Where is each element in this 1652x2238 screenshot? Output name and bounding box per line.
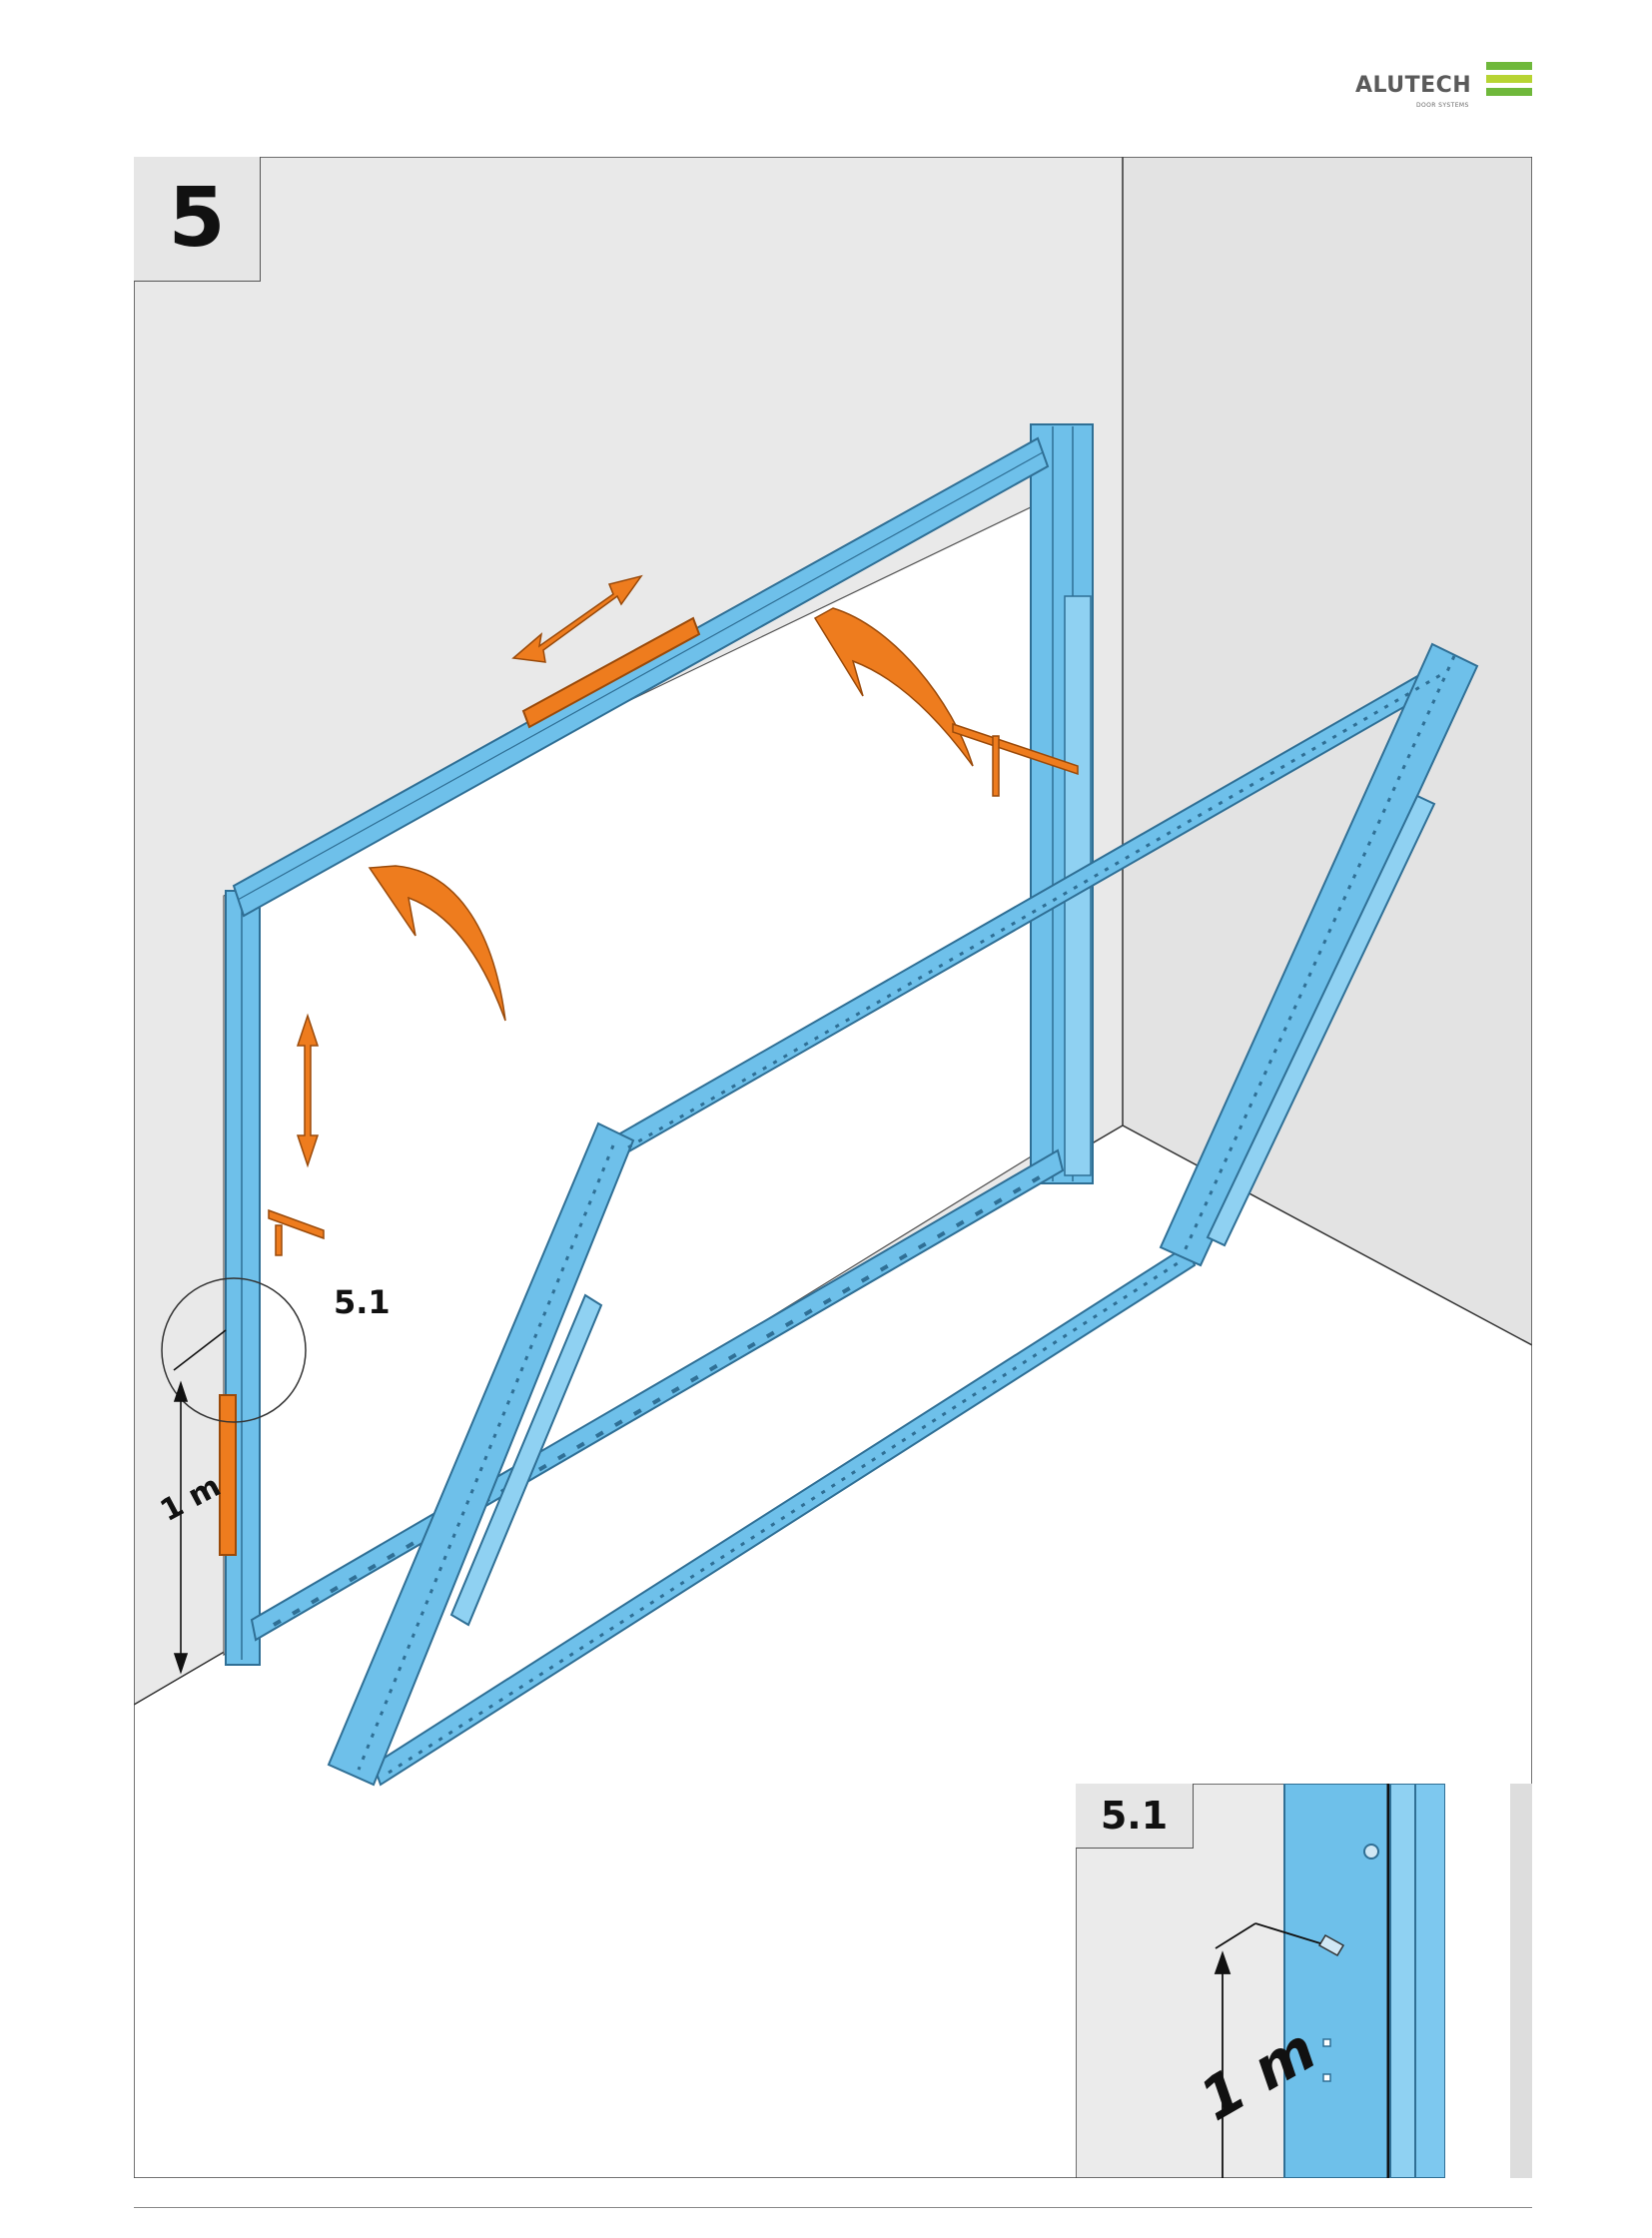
spirit-level-top [521, 616, 701, 729]
leaning-left-post [327, 1121, 635, 1787]
footer-rule [134, 2207, 1532, 2208]
lift-arrow-left [368, 865, 506, 1022]
temporary-support-right [952, 722, 1079, 797]
brand-stripes [1486, 62, 1532, 101]
inset-opening [1445, 1784, 1510, 2178]
horizontal-adjust-arrow [511, 574, 643, 663]
leaning-right-post-inner [1206, 794, 1436, 1247]
alutech-logo: ALUTECH DOOR SYSTEMS [1338, 58, 1538, 118]
leaning-frame [327, 642, 1479, 1787]
inset-hole-1 [1322, 2038, 1331, 2047]
inset-level-mark [1317, 1933, 1345, 1957]
detail-callout-circle [161, 1277, 307, 1423]
step-number: 5 [168, 171, 226, 266]
inset-label: 5.1 [1100, 1794, 1169, 1838]
leaning-bottom-rail [372, 1243, 1197, 1787]
detail-inset [1076, 1784, 1532, 2178]
leaning-right-post [1159, 642, 1479, 1267]
inset-height-dimension [1214, 1922, 1321, 2178]
brand-tagline: DOOR SYSTEMS [1416, 102, 1469, 109]
lift-arrow-right [813, 607, 974, 767]
inset-label-box: 5.1 [1076, 1784, 1194, 1849]
inset-post-front [1283, 1784, 1391, 2178]
inset-post-back [1414, 1784, 1446, 2178]
top-horizontal-rail [232, 436, 1050, 918]
leaning-left-post-inner [449, 1293, 603, 1627]
spirit-level-left [219, 1394, 237, 1556]
vertical-adjust-arrow [296, 1013, 320, 1168]
step-number-box: 5 [134, 157, 261, 282]
inset-post-side [1389, 1784, 1416, 2178]
detail-callout-label: 5.1 [334, 1283, 391, 1321]
inset-screw [1363, 1844, 1379, 1860]
height-dimension [173, 1329, 227, 1675]
temporary-support-left [268, 1208, 325, 1256]
right-vertical-guide [1030, 423, 1094, 1184]
inset-hole-2 [1322, 2073, 1331, 2082]
brand-name: ALUTECH [1355, 73, 1472, 98]
